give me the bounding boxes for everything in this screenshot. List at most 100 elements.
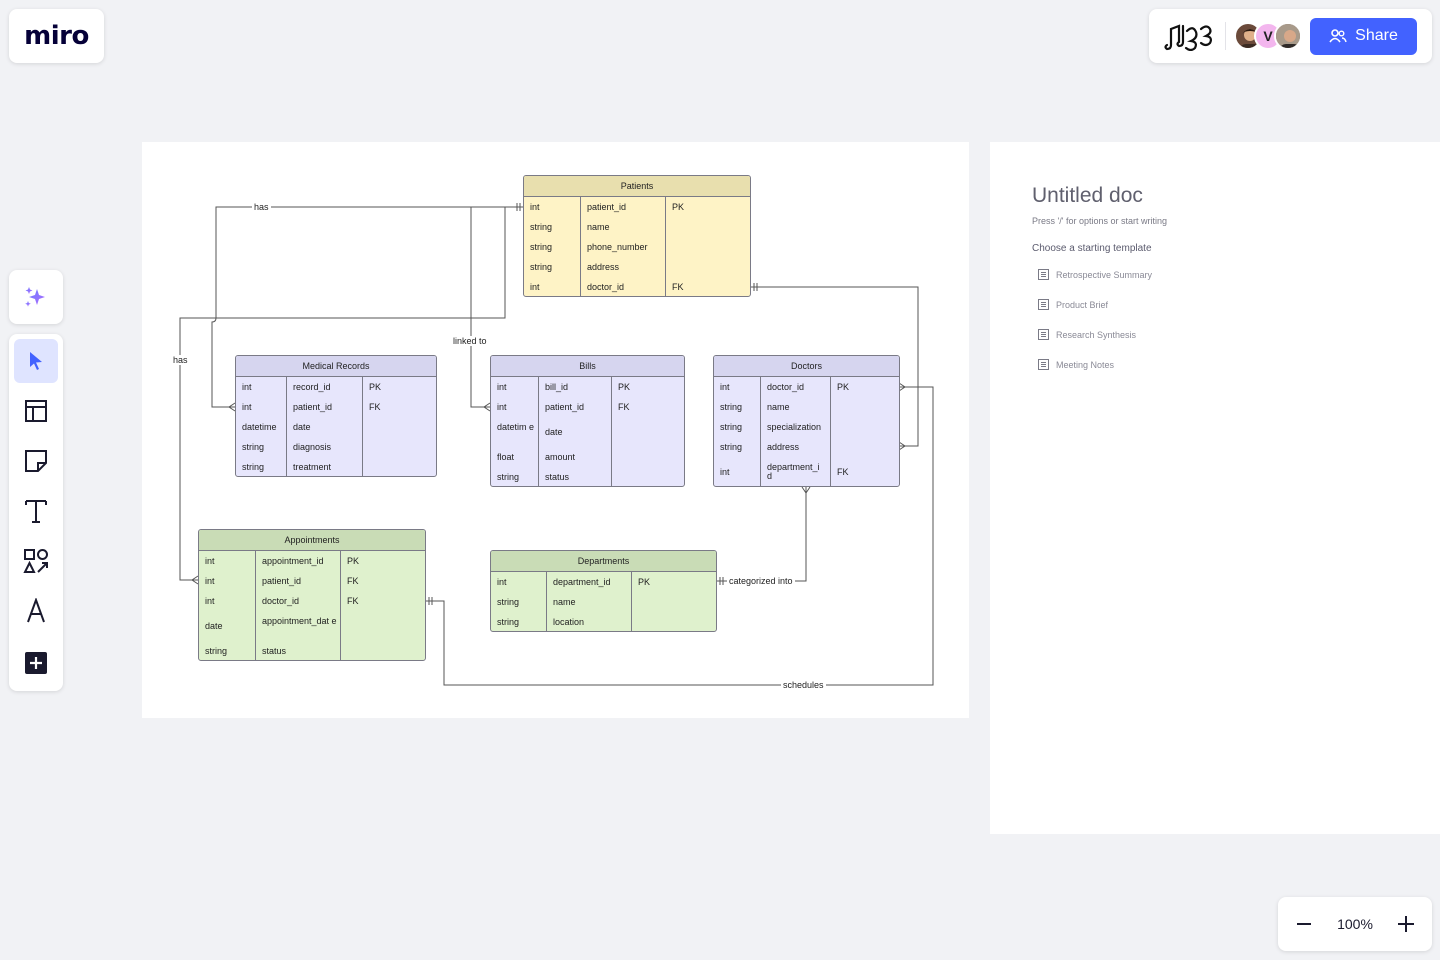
template-label: Product Brief — [1056, 299, 1109, 310]
entity-title: Bills — [491, 356, 684, 377]
field-name: status — [262, 646, 287, 656]
field-name: date — [545, 427, 563, 437]
field-type: int — [205, 556, 215, 566]
field-type: int — [242, 402, 252, 412]
field-type: string — [720, 422, 743, 432]
add-more-tool[interactable] — [14, 641, 58, 685]
field-name: doctor_id — [587, 282, 625, 292]
field-type: datetim e — [497, 422, 535, 432]
field-name: patient_id — [587, 202, 627, 212]
field-type: string — [242, 442, 265, 452]
field-name: department_id — [553, 577, 611, 587]
entity-patients[interactable]: Patients int string string string int pa… — [523, 175, 751, 297]
doc-title[interactable]: Untitled doc — [1032, 184, 1143, 207]
field-name: patient_id — [293, 402, 333, 412]
field-key: FK — [672, 282, 684, 292]
zoom-level[interactable]: 100% — [1337, 916, 1373, 932]
field-type: string — [720, 442, 743, 452]
field-type: int — [720, 382, 730, 392]
zoom-out-button[interactable] — [1292, 912, 1316, 936]
miro-logo[interactable]: miro — [9, 9, 104, 63]
field-type: int — [205, 596, 215, 606]
field-name: record_id — [293, 382, 331, 392]
avatar[interactable] — [1274, 22, 1302, 50]
field-key: PK — [672, 202, 685, 212]
entity-title: Medical Records — [236, 356, 436, 377]
entity-doctors[interactable]: Doctors int string string string int doc… — [713, 355, 900, 487]
field-type: int — [497, 382, 507, 392]
users-icon — [1329, 29, 1347, 43]
field-name: address — [587, 262, 620, 272]
template-item[interactable]: Retrospective Summary — [1038, 269, 1152, 280]
templates-tool[interactable] — [14, 389, 58, 433]
template-item[interactable]: Research Synthesis — [1038, 329, 1136, 340]
field-key: FK — [618, 402, 630, 412]
entity-bills[interactable]: Bills int int datetim e float string bil… — [490, 355, 685, 487]
minus-icon — [1297, 923, 1311, 925]
entity-departments[interactable]: Departments int string string department… — [490, 550, 717, 632]
select-tool[interactable] — [14, 339, 58, 383]
field-key: PK — [638, 577, 651, 587]
field-type: int — [497, 577, 507, 587]
sticky-note-tool[interactable] — [14, 439, 58, 483]
document-icon — [1038, 329, 1049, 340]
field-name: department_i d — [767, 462, 820, 481]
share-button[interactable]: Share — [1310, 17, 1417, 55]
text-tool[interactable] — [14, 489, 58, 533]
entity-title: Doctors — [714, 356, 899, 377]
field-name: amount — [545, 452, 576, 462]
avatar-initial: V — [1263, 28, 1273, 44]
document-icon — [1038, 359, 1049, 370]
relation-label-schedules: schedules — [781, 680, 826, 690]
field-name: diagnosis — [293, 442, 332, 452]
zoom-in-button[interactable] — [1394, 912, 1418, 936]
entity-appointments[interactable]: Appointments int int int date string app… — [198, 529, 426, 661]
document-icon — [1038, 269, 1049, 280]
relation-label-has: has — [171, 355, 190, 365]
field-type: float — [497, 452, 515, 462]
field-name: doctor_id — [767, 382, 805, 392]
field-name: patient_id — [262, 576, 302, 586]
field-name: name — [767, 402, 790, 412]
zoom-controls: 100% — [1278, 897, 1432, 951]
template-label: Research Synthesis — [1056, 329, 1137, 340]
relation-label-has: has — [252, 202, 271, 212]
field-name: phone_number — [587, 242, 648, 252]
field-key: FK — [347, 576, 359, 586]
field-key: PK — [369, 382, 382, 392]
template-item[interactable]: Meeting Notes — [1038, 359, 1114, 370]
ai-assist-button[interactable] — [9, 270, 63, 324]
shapes-tool[interactable] — [14, 539, 58, 583]
board-header-controls: V Share — [1149, 9, 1432, 63]
doc-panel[interactable]: Untitled doc Press '/' for options or st… — [990, 142, 1440, 834]
field-name: appointment_id — [262, 556, 324, 566]
creation-toolbar — [9, 334, 63, 691]
field-type: string — [530, 262, 553, 272]
entity-medical-records[interactable]: Medical Records int int datetime string … — [235, 355, 437, 477]
field-type: string — [242, 462, 265, 472]
field-name: name — [587, 222, 610, 232]
music-notes-board-icon[interactable] — [1163, 21, 1215, 51]
add-icon — [25, 652, 47, 674]
field-type: string — [530, 222, 553, 232]
field-type: datetime — [242, 422, 277, 432]
template-heading: Choose a starting template — [1032, 243, 1152, 254]
document-icon — [1038, 299, 1049, 310]
field-name: appointment_dat e — [262, 616, 337, 626]
field-name: patient_id — [545, 402, 585, 412]
template-label: Retrospective Summary — [1056, 269, 1153, 280]
share-label: Share — [1355, 27, 1398, 44]
field-type: string — [497, 617, 520, 627]
sticky-note-icon — [25, 450, 47, 472]
field-type: string — [720, 402, 743, 412]
field-name: address — [767, 442, 800, 452]
select-cursor-icon — [30, 352, 42, 370]
field-type: date — [205, 621, 223, 631]
field-key: FK — [837, 467, 849, 477]
field-type: int — [530, 202, 540, 212]
field-type: string — [497, 597, 520, 607]
template-item[interactable]: Product Brief — [1038, 299, 1108, 310]
shapes-icon — [23, 549, 48, 573]
field-name: specialization — [767, 422, 822, 432]
pen-tool[interactable] — [14, 589, 58, 633]
